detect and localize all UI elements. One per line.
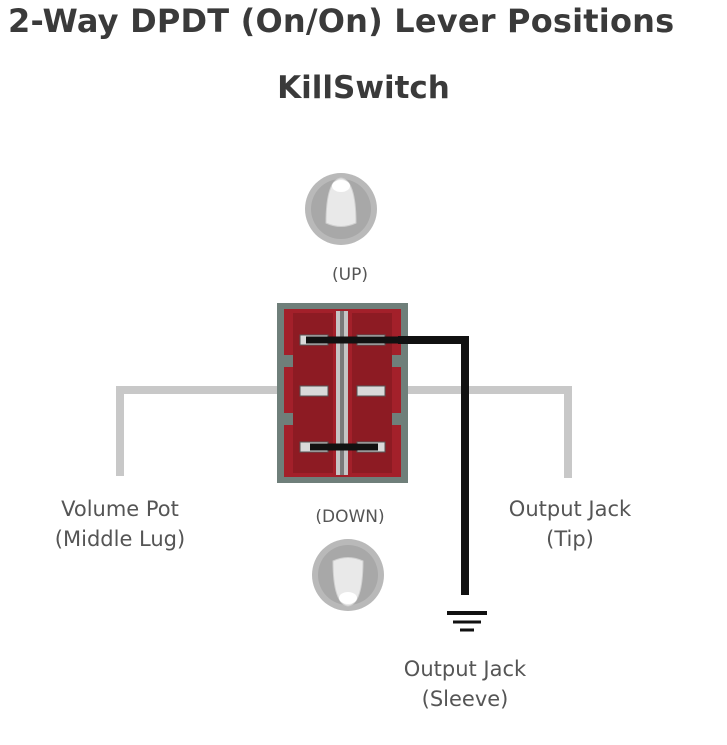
label-up: (UP) [332,265,368,285]
wire-output-tip [400,386,572,478]
label-output-tip: Output Jack (Tip) [470,494,670,555]
label-output-sleeve-line2: (Sleeve) [421,687,509,712]
diagram-subtitle: KillSwitch [277,70,450,106]
wire-output-sleeve [398,336,469,595]
label-volume-pot-line1: Volume Pot [61,497,179,521]
lever-up-icon [305,173,377,245]
ground-icon [447,611,487,632]
label-down: (DOWN) [315,507,385,527]
label-output-tip-line2: (Tip) [546,527,594,552]
label-volume-pot: Volume Pot (Middle Lug) [20,494,220,555]
label-output-sleeve-line1: Output Jack [403,657,527,681]
label-volume-pot-line2: (Middle Lug) [54,527,186,552]
label-output-sleeve: Output Jack (Sleeve) [365,654,565,715]
lever-down-icon [312,539,384,611]
wire-volume-pot [116,386,300,476]
diagram-title: 2-Way DPDT (On/On) Lever Positions [8,2,675,40]
label-output-tip-line1: Output Jack [508,497,632,521]
dpdt-switch [277,303,408,483]
